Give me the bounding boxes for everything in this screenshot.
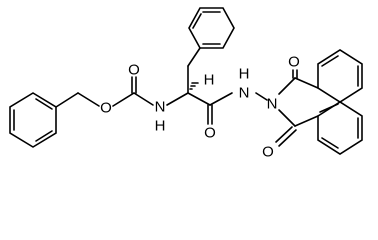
naphthalene-lower-ring bbox=[317, 101, 363, 155]
backbone-bonds bbox=[166, 47, 268, 125]
hydrazide-hydrogen-label: H bbox=[239, 66, 250, 83]
imide-nitrogen-label: N bbox=[267, 96, 278, 113]
stereo-hash-bond bbox=[189, 82, 199, 90]
naphthalene-upper-ring bbox=[317, 49, 363, 103]
carbamate-nitrogen-label: N bbox=[155, 99, 166, 116]
chemical-structure-diagram: O O N H H O N H N O O bbox=[9, 7, 363, 161]
imide-top-oxygen-label: O bbox=[288, 54, 300, 71]
alpha-hydrogen-label: H bbox=[204, 72, 215, 89]
phe-benzene-ring bbox=[188, 7, 235, 49]
naphthalimide-bonds bbox=[275, 69, 319, 147]
carbonyl-oxygen-label: O bbox=[128, 62, 140, 79]
hydrazide-nitrogen-label: N bbox=[239, 85, 250, 102]
ester-oxygen-label: O bbox=[100, 100, 112, 117]
amide-oxygen-label: O bbox=[204, 125, 216, 142]
imide-bottom-oxygen-label: O bbox=[262, 144, 274, 161]
cbz-chain-bonds bbox=[55, 76, 154, 108]
carbamate-hydrogen-label: H bbox=[155, 118, 166, 135]
cbz-benzene-ring bbox=[9, 92, 57, 148]
